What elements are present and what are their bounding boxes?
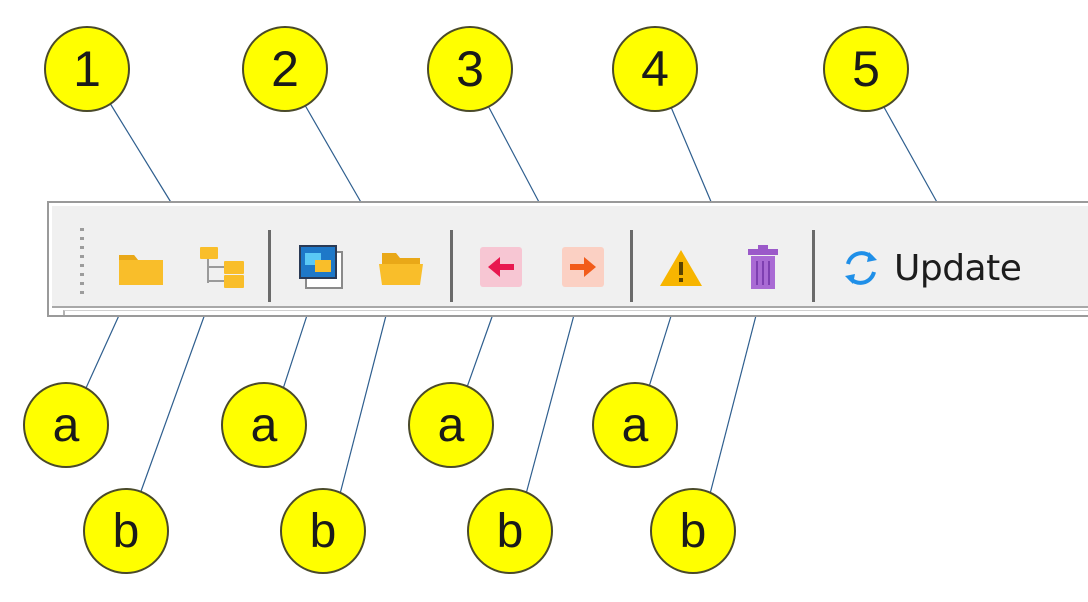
callout-badge-2: 2 xyxy=(242,26,328,112)
folder-tree-button[interactable] xyxy=(192,236,254,298)
back-button[interactable] xyxy=(470,236,532,298)
arrow-left-icon xyxy=(480,247,522,287)
window-overlap-icon xyxy=(299,245,343,289)
arrow-right-icon xyxy=(562,247,604,287)
callout-badge-2b: b xyxy=(280,488,366,574)
toolbar-window: Update xyxy=(47,201,1088,317)
toolbar-separator xyxy=(812,230,815,302)
open-folder-icon xyxy=(379,253,423,285)
folder-tree-icon xyxy=(200,247,244,288)
folder-icon xyxy=(119,255,163,285)
delete-button[interactable] xyxy=(732,236,794,298)
callout-badge-3a: a xyxy=(408,382,494,468)
toolbar-grip[interactable] xyxy=(80,228,84,298)
window-overlap-button[interactable] xyxy=(290,236,352,298)
warning-button[interactable] xyxy=(650,236,712,298)
callout-badge-1: 1 xyxy=(44,26,130,112)
toolbar-separator xyxy=(630,230,633,302)
update-label: Update xyxy=(894,247,1022,289)
warning-icon xyxy=(660,250,702,286)
refresh-icon xyxy=(845,251,877,285)
callout-badge-4: 4 xyxy=(612,26,698,112)
callout-badge-3b: b xyxy=(467,488,553,574)
forward-button[interactable] xyxy=(552,236,614,298)
callout-badge-2a: a xyxy=(221,382,307,468)
callout-badge-1a: a xyxy=(23,382,109,468)
toolbar-separator xyxy=(268,230,271,302)
update-button[interactable]: Update xyxy=(840,246,1022,290)
trash-icon xyxy=(748,245,778,289)
content-pane xyxy=(63,310,1088,315)
toolbar: Update xyxy=(52,206,1088,308)
callout-badge-4b: b xyxy=(650,488,736,574)
toolbar-separator xyxy=(450,230,453,302)
callout-badge-1b: b xyxy=(83,488,169,574)
callout-badge-3: 3 xyxy=(427,26,513,112)
folder-button[interactable] xyxy=(110,236,172,298)
callout-badge-5: 5 xyxy=(823,26,909,112)
open-folder-button[interactable] xyxy=(370,236,432,298)
callout-badge-4a: a xyxy=(592,382,678,468)
